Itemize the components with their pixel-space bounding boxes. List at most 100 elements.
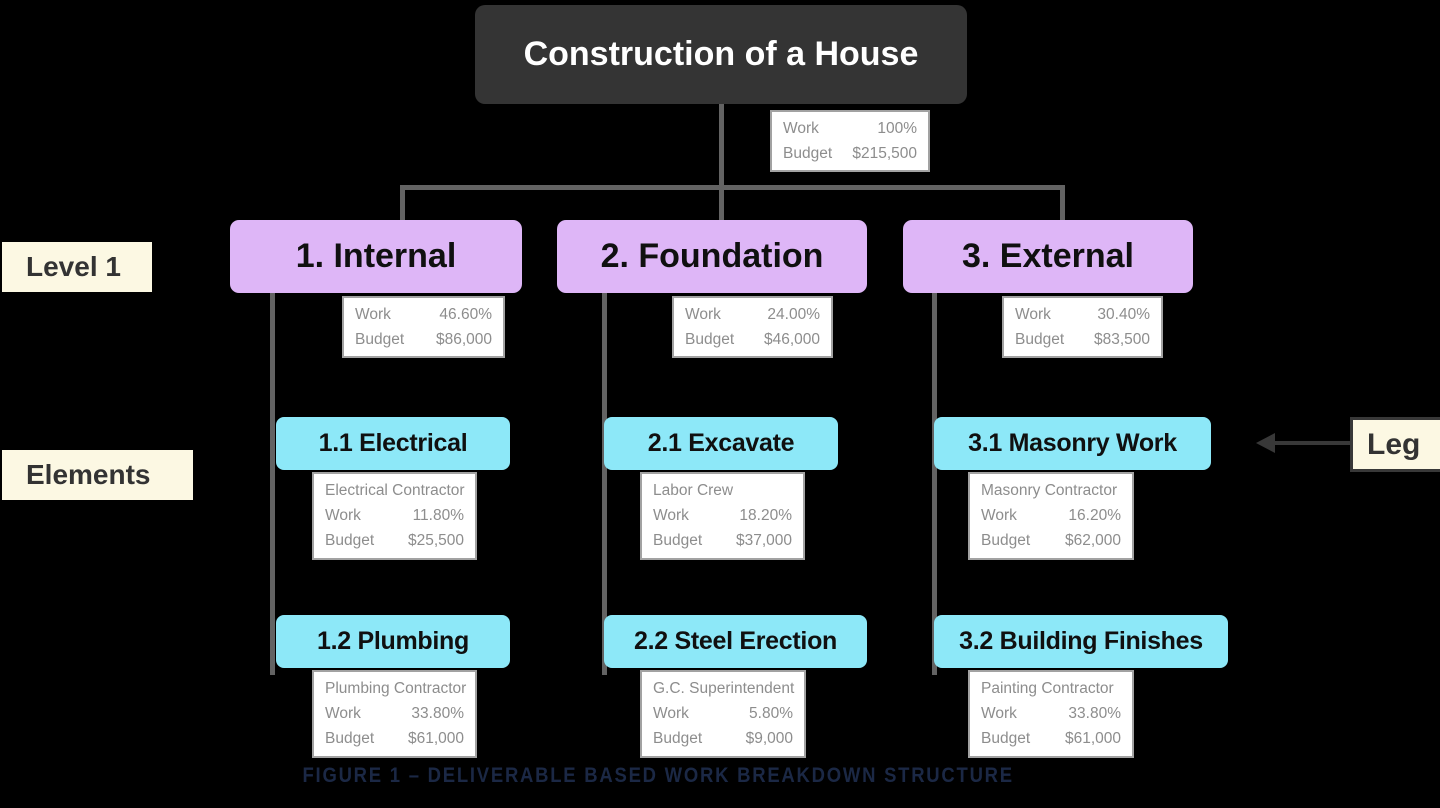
level1-node-internal: 1. Internal xyxy=(230,220,522,293)
node-title: 2. Foundation xyxy=(600,237,824,275)
stat-row-resource: Painting Contractor xyxy=(981,676,1121,701)
element-node-electrical: 1.1 Electrical xyxy=(276,417,510,470)
level1-node-foundation: 2. Foundation xyxy=(557,220,867,293)
tag-level1-label: Level 1 xyxy=(26,251,121,282)
element-node-plumbing: 1.2 Plumbing xyxy=(276,615,510,668)
stat-row-work: Work 33.80% xyxy=(325,701,464,726)
element-node-excavate: 2.1 Excavate xyxy=(604,417,838,470)
stat-row-work: Work 24.00% xyxy=(685,302,820,327)
budget-label: Budget xyxy=(783,145,833,162)
budget-value: $61,000 xyxy=(1064,730,1121,747)
stat-row-budget: Budget $83,500 xyxy=(1015,327,1150,352)
budget-label: Budget xyxy=(653,532,703,549)
budget-value: $46,000 xyxy=(763,331,820,348)
budget-label: Budget xyxy=(325,730,375,747)
connector-drop-foundation xyxy=(719,185,724,222)
stat-row-budget: Budget $86,000 xyxy=(355,327,492,352)
node-title: 1.1 Electrical xyxy=(318,429,468,457)
work-label: Work xyxy=(325,705,361,722)
root-node-title: Construction of a House xyxy=(523,35,919,73)
budget-label: Budget xyxy=(981,532,1031,549)
work-label: Work xyxy=(653,507,689,524)
budget-value: $37,000 xyxy=(735,532,792,549)
work-label: Work xyxy=(325,507,361,524)
work-value: 100% xyxy=(877,120,917,137)
budget-value: $215,500 xyxy=(852,145,917,162)
stat-row-budget: Budget $61,000 xyxy=(981,726,1121,751)
stat-row-work: Work 46.60% xyxy=(355,302,492,327)
stats-box-internal: Work 46.60% Budget $86,000 xyxy=(342,296,505,358)
element-node-building-finishes: 3.2 Building Finishes xyxy=(934,615,1228,668)
resource-value: Electrical Contractor xyxy=(325,482,465,499)
legend-label: Leg xyxy=(1367,427,1421,461)
work-value: 5.80% xyxy=(749,705,793,722)
stats-box-steel-erection: G.C. Superintendent Work 5.80% Budget $9… xyxy=(640,670,806,758)
stat-row-budget: Budget $61,000 xyxy=(325,726,464,751)
level1-node-external: 3. External xyxy=(903,220,1193,293)
stat-row-work: Work 18.20% xyxy=(653,503,792,528)
work-value: 46.60% xyxy=(439,306,492,323)
connector-spine-internal xyxy=(270,292,275,675)
work-label: Work xyxy=(685,306,721,323)
work-label: Work xyxy=(783,120,819,137)
stats-box-electrical: Electrical Contractor Work 11.80% Budget… xyxy=(312,472,477,560)
legend-arrow-head-icon xyxy=(1256,433,1275,453)
stats-box-plumbing: Plumbing Contractor Work 33.80% Budget $… xyxy=(312,670,477,758)
stat-row-resource: Plumbing Contractor xyxy=(325,676,466,701)
element-node-steel-erection: 2.2 Steel Erection xyxy=(604,615,867,668)
work-value: 33.80% xyxy=(411,705,464,722)
stats-box-external: Work 30.40% Budget $83,500 xyxy=(1002,296,1163,358)
resource-value: Labor Crew xyxy=(653,482,734,499)
stat-row-work: Work 100% xyxy=(783,116,917,141)
work-label: Work xyxy=(355,306,391,323)
budget-value: $61,000 xyxy=(407,730,464,747)
work-value: 16.20% xyxy=(1068,507,1121,524)
stat-row-budget: Budget $46,000 xyxy=(685,327,820,352)
resource-value: Painting Contractor xyxy=(981,680,1114,697)
legend-box: Leg xyxy=(1350,417,1440,472)
work-label: Work xyxy=(981,705,1017,722)
work-label: Work xyxy=(981,507,1017,524)
stat-row-budget: Budget $9,000 xyxy=(653,726,793,751)
stat-row-work: Work 33.80% xyxy=(981,701,1121,726)
legend-arrow-shaft xyxy=(1274,441,1350,445)
budget-value: $25,500 xyxy=(407,532,464,549)
budget-value: $83,500 xyxy=(1093,331,1150,348)
stats-box-foundation: Work 24.00% Budget $46,000 xyxy=(672,296,833,358)
node-title: 2.2 Steel Erection xyxy=(633,627,838,655)
work-label: Work xyxy=(653,705,689,722)
root-stats-box: Work 100% Budget $215,500 xyxy=(770,110,930,172)
budget-value: $86,000 xyxy=(435,331,492,348)
work-value: 30.40% xyxy=(1097,306,1150,323)
stat-row-work: Work 5.80% xyxy=(653,701,793,726)
element-node-masonry-work: 3.1 Masonry Work xyxy=(934,417,1211,470)
work-label: Work xyxy=(1015,306,1051,323)
stat-row-work: Work 16.20% xyxy=(981,503,1121,528)
tag-elements: Elements xyxy=(2,450,193,500)
connector-drop-internal xyxy=(400,185,405,222)
tag-elements-label: Elements xyxy=(26,459,151,490)
stat-row-resource: Electrical Contractor xyxy=(325,478,465,503)
figure-caption-text: FIGURE 1 – DELIVERABLE BASED WORK BREAKD… xyxy=(302,764,1014,787)
connector-root-stem xyxy=(719,103,724,190)
stat-row-resource: Masonry Contractor xyxy=(981,478,1121,503)
stat-row-budget: Budget $37,000 xyxy=(653,528,792,553)
figure-caption: FIGURE 1 – DELIVERABLE BASED WORK BREAKD… xyxy=(0,764,1316,788)
stat-row-budget: Budget $215,500 xyxy=(783,141,917,166)
connector-drop-external xyxy=(1060,185,1065,222)
stat-row-resource: Labor Crew xyxy=(653,478,792,503)
resource-value: G.C. Superintendent xyxy=(653,680,795,697)
work-value: 11.80% xyxy=(412,507,464,524)
connector-spine-foundation xyxy=(602,292,607,675)
budget-label: Budget xyxy=(355,331,405,348)
stat-row-budget: Budget $25,500 xyxy=(325,528,464,553)
node-title: 1.2 Plumbing xyxy=(317,627,469,655)
budget-value: $62,000 xyxy=(1064,532,1121,549)
stat-row-budget: Budget $62,000 xyxy=(981,528,1121,553)
work-value: 24.00% xyxy=(767,306,820,323)
stat-row-work: Work 11.80% xyxy=(325,503,464,528)
budget-label: Budget xyxy=(981,730,1031,747)
work-value: 33.80% xyxy=(1068,705,1121,722)
budget-value: $9,000 xyxy=(745,730,793,747)
